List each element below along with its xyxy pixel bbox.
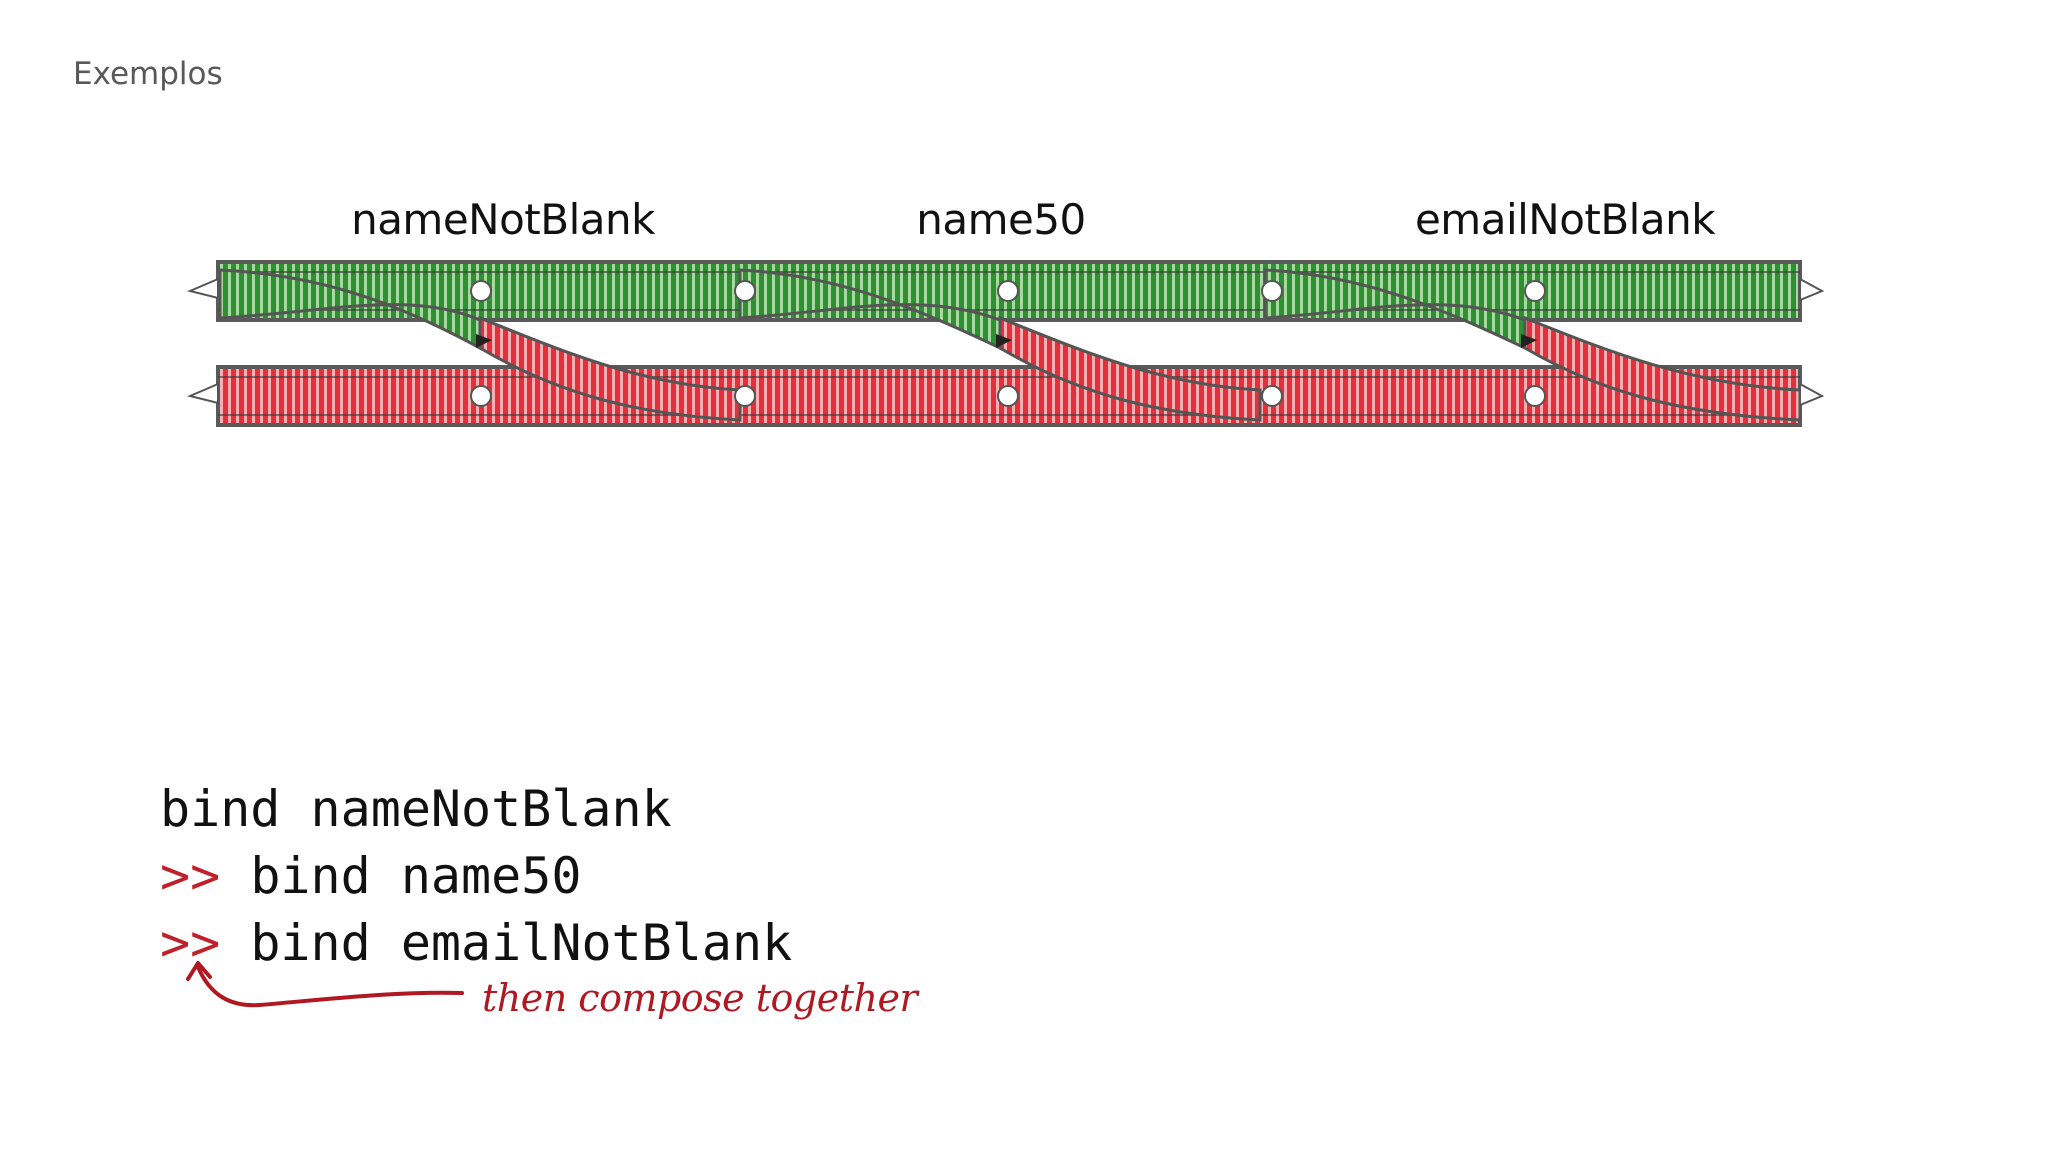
- function-label-name50: name50: [916, 195, 1086, 244]
- function-label-emailnotblank: emailNotBlank: [1414, 195, 1716, 244]
- code-line-1: bind nameNotBlank: [160, 776, 792, 843]
- junction-dot: [997, 385, 1019, 407]
- switch-2: [738, 268, 1262, 422]
- code-block: bind nameNotBlank >> bind name50 >> bind…: [160, 776, 792, 977]
- code-line-3: >> bind emailNotBlank: [160, 910, 792, 977]
- junction-dot: [1261, 280, 1283, 302]
- success-track-end: [1799, 277, 1825, 302]
- code-text: bind emailNotBlank: [220, 914, 793, 972]
- junction-dot: [1524, 280, 1546, 302]
- code-text: bind nameNotBlank: [160, 780, 672, 838]
- success-track-start: [186, 277, 219, 300]
- junction-dot: [1524, 385, 1546, 407]
- code-text: bind name50: [220, 847, 582, 905]
- failure-track-start: [186, 382, 219, 405]
- railway-diagram: [186, 260, 1825, 427]
- junction-dot: [734, 280, 756, 302]
- failure-track-end: [1799, 382, 1825, 407]
- junction-dot: [734, 385, 756, 407]
- compose-operator: >>: [160, 847, 221, 905]
- function-label-namenotblank: nameNotBlank: [351, 195, 655, 244]
- slide-title: Exemplos: [73, 56, 223, 92]
- code-line-2: >> bind name50: [160, 843, 792, 910]
- annotation-text: then compose together: [482, 976, 918, 1020]
- junction-dot: [1261, 385, 1283, 407]
- junction-dot: [470, 385, 492, 407]
- junction-dot: [470, 280, 492, 302]
- annotation-arrow-icon: [186, 961, 464, 1008]
- compose-operator: >>: [160, 914, 221, 972]
- junction-dot: [997, 280, 1019, 302]
